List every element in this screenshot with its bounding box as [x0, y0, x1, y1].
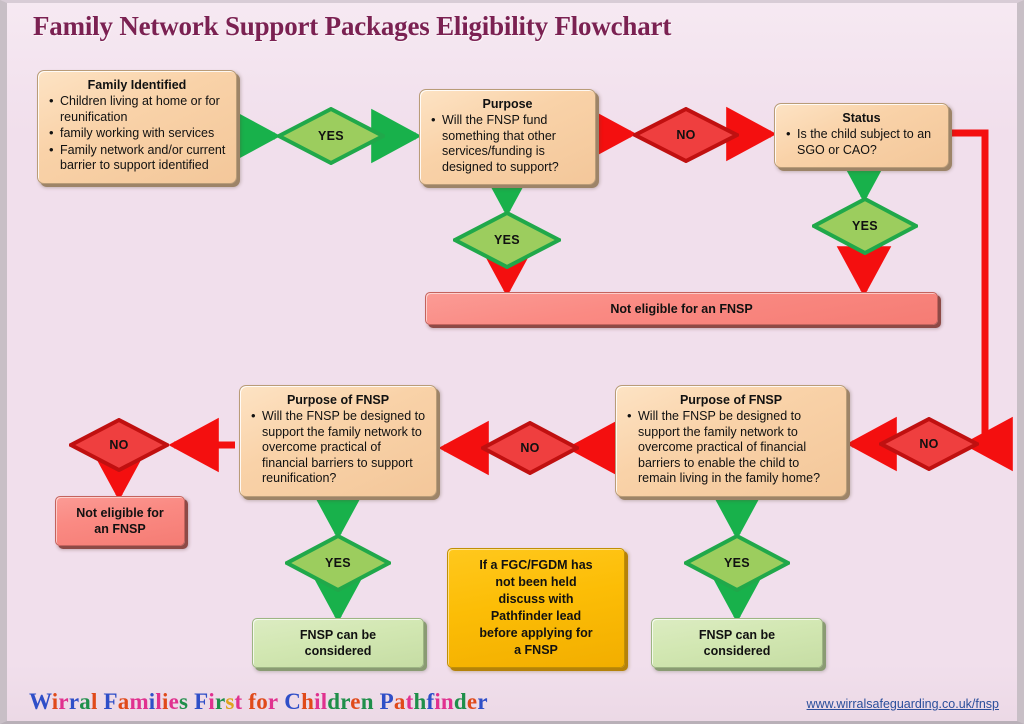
- node-heading: Family Identified: [87, 78, 187, 92]
- terminator-label: Not eligible for an FNSP: [610, 301, 753, 316]
- brand-letter: d: [327, 689, 341, 714]
- bullet-list: Will the FNSP fund something that other …: [429, 112, 586, 175]
- bullet-list: Will the FNSP be designed to support the…: [249, 408, 427, 487]
- terminator-label: FNSP can be considered: [698, 628, 776, 658]
- brand-letter: r: [267, 689, 279, 714]
- terminator-label: Not eligible for an FNSP: [76, 506, 164, 536]
- decision-no-left-to-not-eligible[interactable]: NO: [69, 418, 169, 472]
- bullet-item: Will the FNSP fund something that other …: [431, 112, 586, 175]
- brand-letter: f: [426, 689, 435, 714]
- brand-letter: e: [466, 689, 478, 714]
- brand-letter: h: [413, 689, 427, 714]
- brand-letter: r: [214, 689, 226, 714]
- brand-letter: n: [440, 689, 454, 714]
- bullet-item: Will the FNSP be designed to support the…: [627, 408, 837, 487]
- decision-label: YES: [494, 233, 520, 247]
- bullet-item: Will the FNSP be designed to support the…: [251, 408, 427, 487]
- decision-label: NO: [520, 441, 540, 455]
- diamond-shape: [633, 107, 739, 163]
- decision-label: YES: [318, 129, 344, 143]
- node-not-eligible-small[interactable]: Not eligible for an FNSP: [55, 496, 185, 546]
- node-not-eligible-bar[interactable]: Not eligible for an FNSP: [425, 292, 938, 325]
- decision-label: YES: [325, 556, 351, 570]
- bullet-item: Children living at home or for reunifica…: [49, 93, 227, 125]
- decision-label: NO: [919, 437, 939, 451]
- brand-letter: i: [434, 689, 441, 714]
- brand-letter: C: [284, 689, 302, 714]
- brand-letter: r: [477, 689, 488, 714]
- brand-letter: s: [225, 689, 235, 714]
- bullet-item: family working with services: [49, 125, 227, 142]
- node-purpose-of-fnsp-left[interactable]: Purpose of FNSP Will the FNSP be designe…: [239, 385, 437, 497]
- page-title: Family Network Support Packages Eligibil…: [33, 11, 672, 41]
- brand-letter: a: [393, 689, 406, 714]
- decision-yes-left-box-down[interactable]: YES: [285, 534, 391, 592]
- node-status[interactable]: Status Is the child subject to an SGO or…: [774, 103, 949, 168]
- brand-letter: r: [340, 689, 351, 714]
- brand-letter: i: [314, 689, 321, 714]
- node-heading: Purpose of FNSP: [286, 393, 390, 407]
- brand-letter: d: [453, 689, 467, 714]
- node-fgc-note[interactable]: If a FGC/FGDM has not been held discuss …: [447, 548, 625, 668]
- diamond-shape: [277, 107, 385, 165]
- note-label: If a FGC/FGDM has not been held discuss …: [479, 558, 593, 657]
- node-heading: Status: [842, 111, 881, 125]
- brand-letter: a: [79, 689, 91, 714]
- decision-yes-status-down[interactable]: YES: [812, 197, 918, 255]
- decision-yes-right-box-down[interactable]: YES: [684, 534, 790, 592]
- decision-label: NO: [109, 438, 129, 452]
- brand-letter: l: [90, 689, 98, 714]
- brand-letter: t: [234, 689, 243, 714]
- node-family-identified[interactable]: Family Identified Children living at hom…: [37, 70, 237, 184]
- node-fnsp-considered-right[interactable]: FNSP can be considered: [651, 618, 823, 668]
- decision-label: YES: [724, 556, 750, 570]
- terminator-label: FNSP can be considered: [299, 628, 377, 658]
- decision-yes-family-to-purpose[interactable]: YES: [277, 107, 385, 165]
- brand-letter: e: [350, 689, 361, 714]
- brand-letter: n: [360, 689, 374, 714]
- decision-label: NO: [676, 128, 696, 142]
- brand-letter: s: [179, 689, 189, 714]
- bullet-item: Family network and/or current barrier to…: [49, 142, 227, 174]
- diamond-shape: [481, 421, 579, 475]
- node-purpose[interactable]: Purpose Will the FNSP fund something tha…: [419, 89, 596, 185]
- brand-letter: F: [194, 689, 209, 714]
- brand-letter: i: [51, 689, 59, 714]
- bullet-list: Will the FNSP be designed to support the…: [625, 408, 837, 487]
- brand-letter: f: [248, 689, 257, 714]
- brand-letter: F: [103, 689, 118, 714]
- brand-letter: l: [155, 689, 162, 714]
- brand-letter: i: [208, 689, 215, 714]
- brand-letter: i: [148, 689, 156, 714]
- brand-letter: l: [320, 689, 328, 714]
- brand-letter: i: [161, 689, 169, 714]
- node-purpose-of-fnsp-right[interactable]: Purpose of FNSP Will the FNSP be designe…: [615, 385, 847, 497]
- decision-yes-purpose-down[interactable]: YES: [453, 211, 561, 269]
- node-fnsp-considered-left[interactable]: FNSP can be considered: [252, 618, 424, 668]
- brand-letter: o: [256, 689, 268, 714]
- node-heading: Purpose: [482, 97, 533, 111]
- footer-brand-title: Wirral Families First for Children Pathf…: [29, 689, 488, 715]
- decision-no-purpose-to-status[interactable]: NO: [633, 107, 739, 163]
- bullet-item: Is the child subject to an SGO or CAO?: [786, 126, 939, 158]
- brand-letter: r: [58, 689, 69, 714]
- brand-letter: e: [168, 689, 179, 714]
- decision-no-right-to-left-box[interactable]: NO: [481, 421, 579, 475]
- brand-letter: a: [117, 689, 130, 714]
- brand-letter: m: [129, 689, 149, 714]
- brand-letter: r: [68, 689, 80, 714]
- node-heading: Purpose of FNSP: [679, 393, 783, 407]
- bullet-list: Children living at home or for reunifica…: [47, 93, 227, 174]
- brand-letter: P: [379, 689, 394, 714]
- footer-website-link[interactable]: www.wirralsafeguarding.co.uk/fnsp: [806, 697, 999, 711]
- brand-letter: W: [29, 689, 52, 714]
- decision-label: YES: [852, 219, 878, 233]
- decision-no-status-to-right-box[interactable]: NO: [879, 417, 979, 471]
- brand-letter: h: [301, 689, 315, 714]
- bullet-list: Is the child subject to an SGO or CAO?: [784, 126, 939, 158]
- brand-letter: t: [405, 689, 414, 714]
